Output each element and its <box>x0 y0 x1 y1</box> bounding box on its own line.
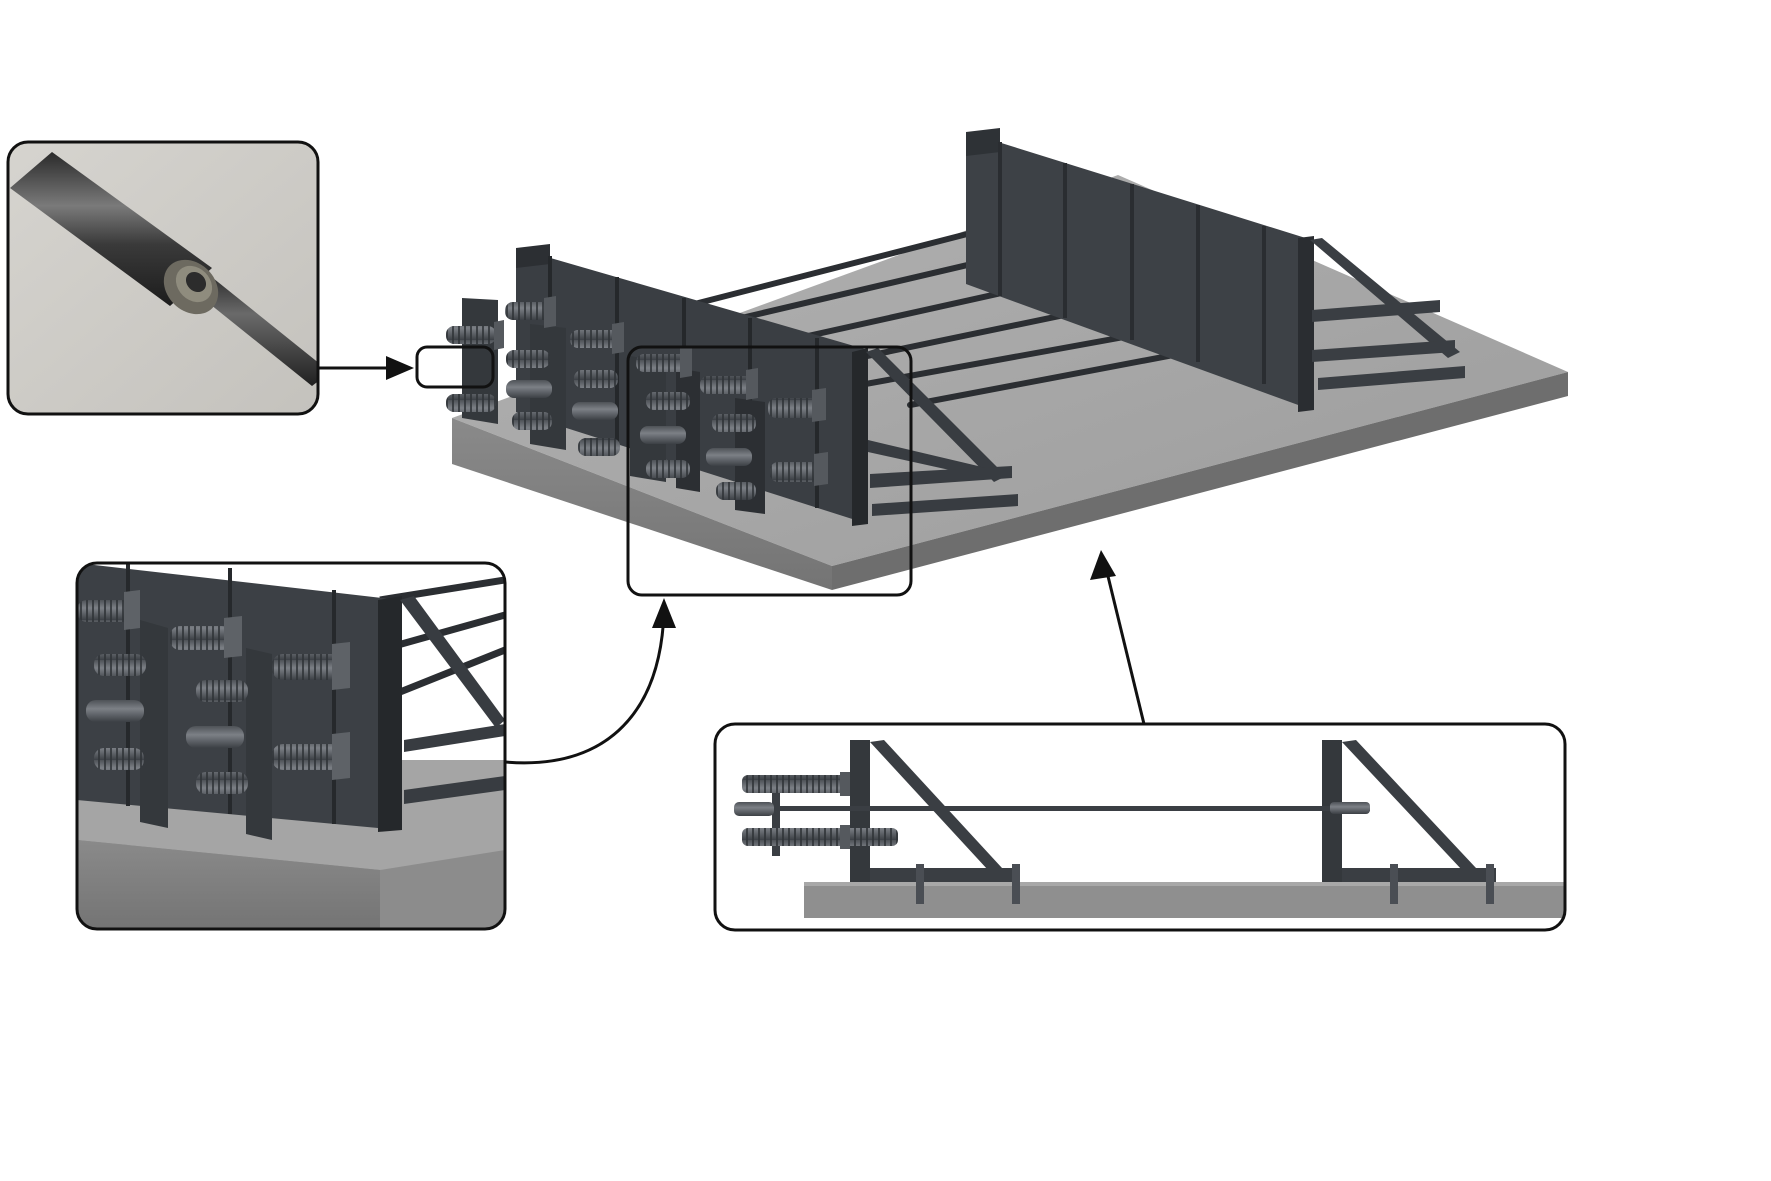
back-formwork-wall <box>966 128 1314 412</box>
bolt <box>646 392 690 410</box>
side-slab <box>804 882 1564 918</box>
bolt-callout-box <box>626 345 913 597</box>
front-bracing-truss <box>866 348 1018 516</box>
bolt <box>86 700 144 722</box>
bolt <box>272 642 350 690</box>
slab-front-side <box>452 418 832 590</box>
bolt <box>506 380 552 398</box>
side-elevation-frame <box>713 722 1567 932</box>
bolt <box>716 482 756 500</box>
slab-right-side <box>832 372 1568 590</box>
bolt-zoom-frame <box>75 561 507 931</box>
bolt <box>506 350 550 368</box>
rod-callout-box <box>415 345 495 389</box>
arrow-side-to-slab <box>1104 567 1146 725</box>
arrowhead <box>386 356 414 380</box>
bolt-zoom-panel <box>75 561 507 931</box>
bolt <box>94 654 146 676</box>
bolt <box>186 726 244 748</box>
main-isometric-view <box>415 128 1568 597</box>
side-tie-rod <box>760 806 1370 811</box>
bolt <box>640 426 686 444</box>
bolt <box>196 772 248 794</box>
arrowhead <box>1090 550 1116 580</box>
back-bracing-truss <box>1310 238 1465 390</box>
bolt <box>636 346 692 378</box>
rod-photo-panel <box>6 140 320 416</box>
bolt <box>196 680 248 702</box>
side-elevation-panel <box>713 722 1567 932</box>
bolt <box>768 388 826 422</box>
bolt <box>272 732 350 780</box>
bolt <box>446 320 504 350</box>
bolt <box>700 368 758 400</box>
bolt <box>446 394 496 412</box>
bolt <box>646 460 690 478</box>
bolt <box>572 402 618 420</box>
bolt <box>505 296 556 328</box>
rod-photo-frame <box>6 140 320 416</box>
bolt <box>706 448 752 466</box>
arrow-zoom-to-bolts <box>504 611 666 765</box>
arrowhead <box>652 598 676 628</box>
front-bolts <box>446 296 828 500</box>
bolt <box>512 412 552 430</box>
bolt <box>570 322 624 354</box>
bolt <box>578 438 620 456</box>
bolt <box>770 452 828 486</box>
connector-arrows <box>318 356 1146 765</box>
bolt <box>712 414 756 432</box>
bolt <box>77 590 140 630</box>
bolt <box>94 748 144 770</box>
bolt <box>574 370 618 388</box>
bolt <box>170 616 242 658</box>
